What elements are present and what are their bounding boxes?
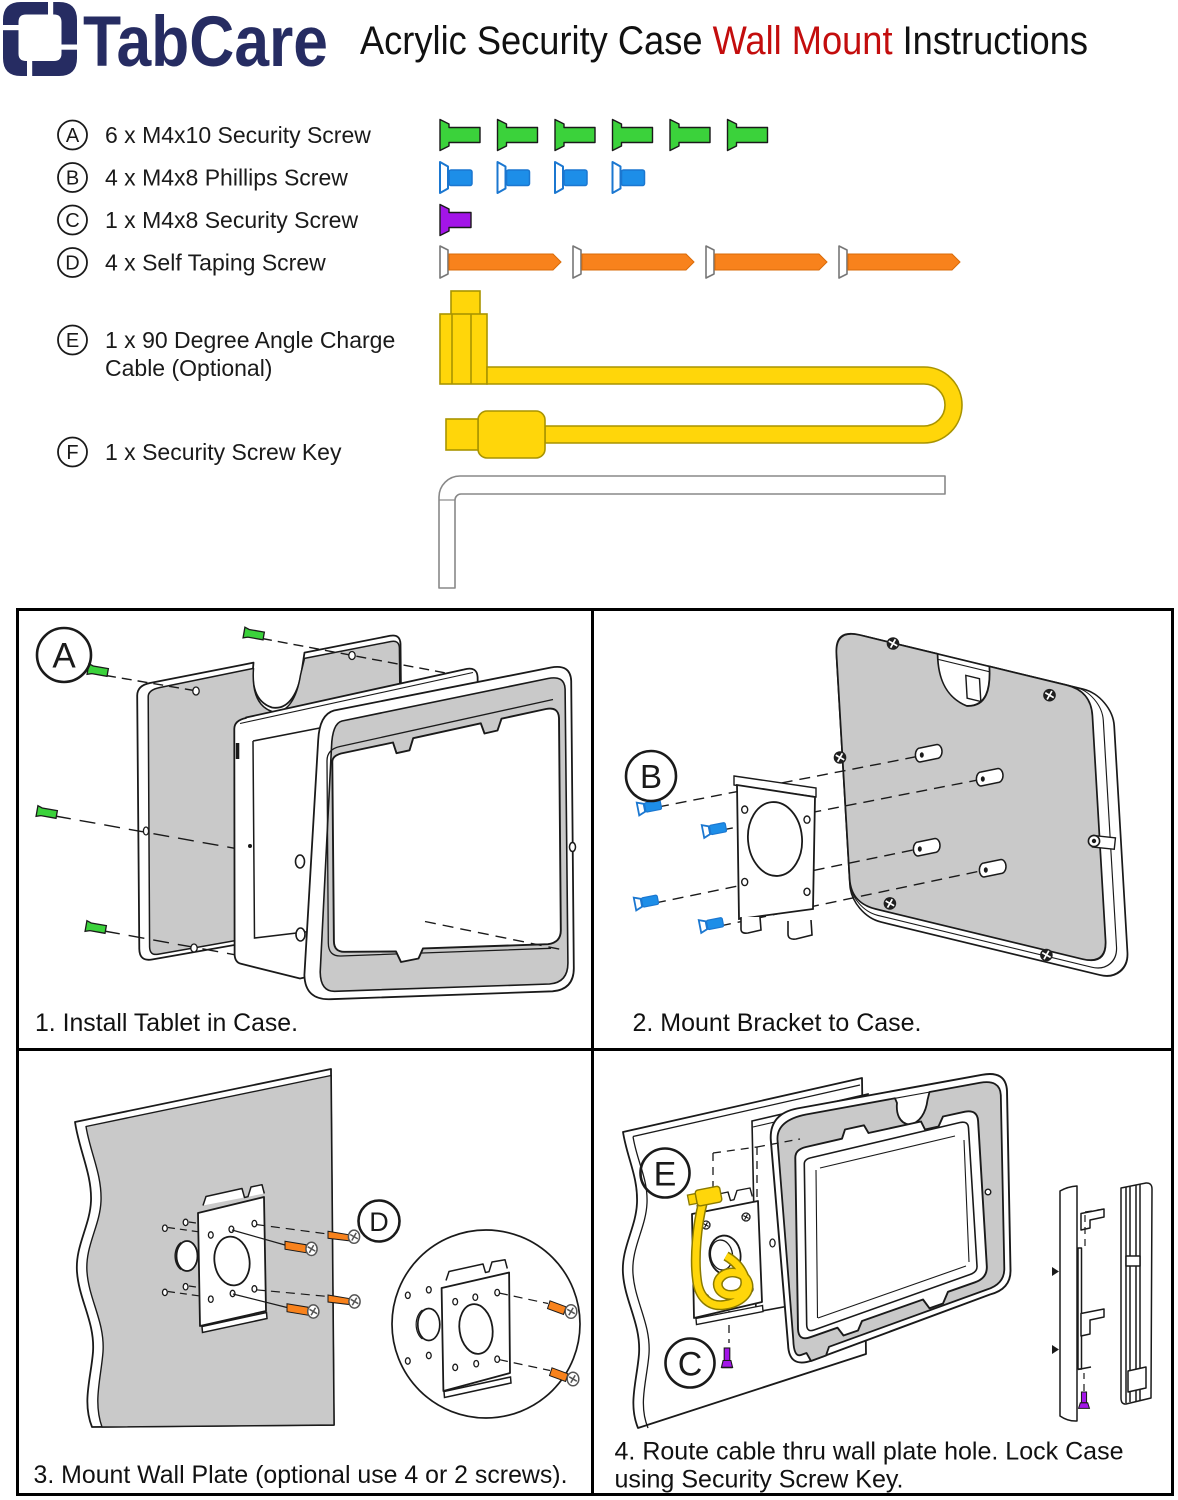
- svg-text:4 x Self Taping Screw: 4 x Self Taping Screw: [105, 250, 326, 276]
- svg-text:D: D: [65, 253, 79, 275]
- svg-text:A: A: [66, 125, 80, 147]
- svg-text:3. Mount Wall Plate (optional: 3. Mount Wall Plate (optional use 4 or 2…: [34, 1461, 568, 1489]
- svg-text:2. Mount Bracket to Case.: 2. Mount Bracket to Case.: [633, 1009, 922, 1037]
- svg-text:D: D: [369, 1207, 389, 1237]
- svg-text:Acrylic Security Case Wall Mou: Acrylic Security Case Wall Mount Instruc…: [360, 19, 1088, 63]
- svg-text:B: B: [66, 168, 79, 190]
- svg-text:B: B: [640, 758, 662, 795]
- svg-text:E: E: [654, 1156, 677, 1194]
- svg-text:1 x Security Screw Key: 1 x Security Screw Key: [105, 439, 342, 465]
- svg-text:A: A: [52, 637, 76, 676]
- svg-text:C: C: [678, 1346, 703, 1384]
- svg-text:4. Route cable thru wall plate: 4. Route cable thru wall plate hole. Loc…: [615, 1438, 1124, 1466]
- svg-text:1 x 90 Degree Angle Charge: 1 x 90 Degree Angle Charge: [105, 327, 395, 353]
- svg-text:4 x M4x8 Phillips Screw: 4 x M4x8 Phillips Screw: [105, 165, 348, 191]
- svg-text:TabCare: TabCare: [83, 3, 328, 82]
- svg-text:1 x M4x8 Security Screw: 1 x M4x8 Security Screw: [105, 207, 358, 233]
- svg-text:1. Install Tablet in Case.: 1. Install Tablet in Case.: [35, 1009, 298, 1037]
- svg-text:Cable (Optional): Cable (Optional): [105, 355, 272, 381]
- svg-text:C: C: [65, 210, 79, 232]
- svg-text:F: F: [66, 442, 78, 464]
- svg-text:E: E: [66, 330, 79, 352]
- svg-text:6 x M4x10 Security Screw: 6 x M4x10 Security Screw: [105, 122, 371, 148]
- svg-text:using Security Screw Key.: using Security Screw Key.: [615, 1466, 904, 1494]
